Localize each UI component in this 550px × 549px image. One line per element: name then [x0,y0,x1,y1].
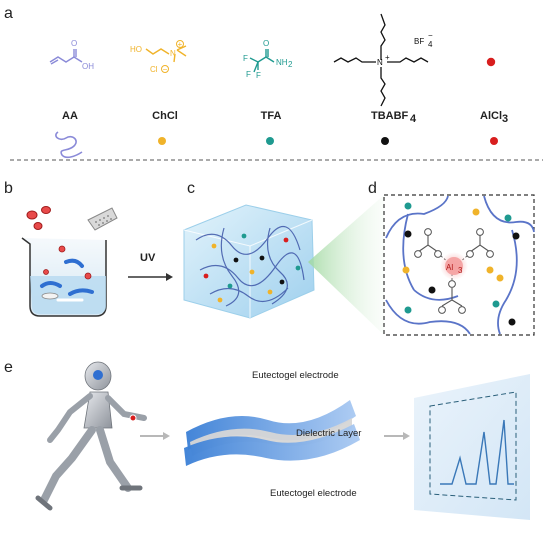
aa-molecule [49,49,83,65]
aa-atom-o: O [71,39,77,48]
aa-chain-symbol [55,131,83,159]
eutectogel-cube [183,204,315,319]
tfa-atom-f2: F [246,70,251,79]
tbabf4-dot-symbol [381,137,389,145]
panel-letter-d: d [368,180,377,197]
label-tbabf-sub: 4 [410,113,417,125]
label-tbabf: TBABF [371,110,409,122]
layered-device [184,400,360,466]
panel-letter-c: c [187,180,195,197]
al-center-sub: 3 [458,266,463,275]
aa-atom-oh: OH [82,62,94,71]
tbabf4-atom-bf: BF [414,37,424,46]
chcl-dot-symbol [158,137,166,145]
label-alcl: AlCl [480,110,502,122]
tbabf4-molecule [333,13,429,107]
label-tfa: TFA [261,110,282,122]
alcl3-molecule [486,57,496,67]
label-alcl-sub: 3 [502,113,508,125]
tfa-atom-f3: F [256,71,261,80]
component-labels: AA ChCl TFA TBABF 4 AlCl 3 [62,110,508,125]
tbabf4-atom-n: N [377,58,383,67]
tbabf4-charge-plus: + [385,53,390,62]
panel-letter-e: e [4,359,13,376]
tfa-atom-f1: F [243,54,248,63]
signal-screen [414,374,530,520]
running-robot [35,361,147,511]
bottom-electrode-label: Eutectogel electrode [270,488,357,499]
uv-label: UV [140,252,156,264]
chcl-charge-plus: + [178,40,183,49]
flow-arrow-right [384,432,410,440]
signal-waveform [440,419,514,485]
zoom-beam [308,195,384,335]
panel-letter-a: a [4,5,13,22]
top-electrode-label: Eutectogel electrode [252,370,339,381]
coordination-detail: Al 3 [383,194,535,336]
chcl-atom-ho: HO [130,45,142,54]
al-center-label: Al [446,263,453,272]
tfa-atom-o: O [263,39,269,48]
chcl-charge-minus: − [163,65,168,74]
label-aa: AA [62,110,78,122]
tbabf4-charge-minus: − [428,31,433,40]
alcl3-dot-symbol [490,137,498,145]
beaker [21,206,118,317]
label-chcl: ChCl [152,110,178,122]
tbabf4-atom-bf-sub: 4 [428,40,433,49]
dielectric-layer-label: Dielectric Layer [296,428,361,439]
tfa-molecule [249,49,275,73]
uv-arrowhead [166,273,173,281]
chcl-charge-ring [161,65,169,73]
chcl-molecule [145,40,187,63]
chcl-atom-n: N [170,49,176,58]
panel-letter-b: b [4,180,13,197]
tfa-atom-nh-sub: 2 [288,60,293,69]
tfa-atom-nh: NH [276,58,288,67]
flow-arrow-left [140,432,170,440]
tfa-dot-symbol [266,137,274,145]
chcl-atom-cl: Cl [150,65,158,74]
